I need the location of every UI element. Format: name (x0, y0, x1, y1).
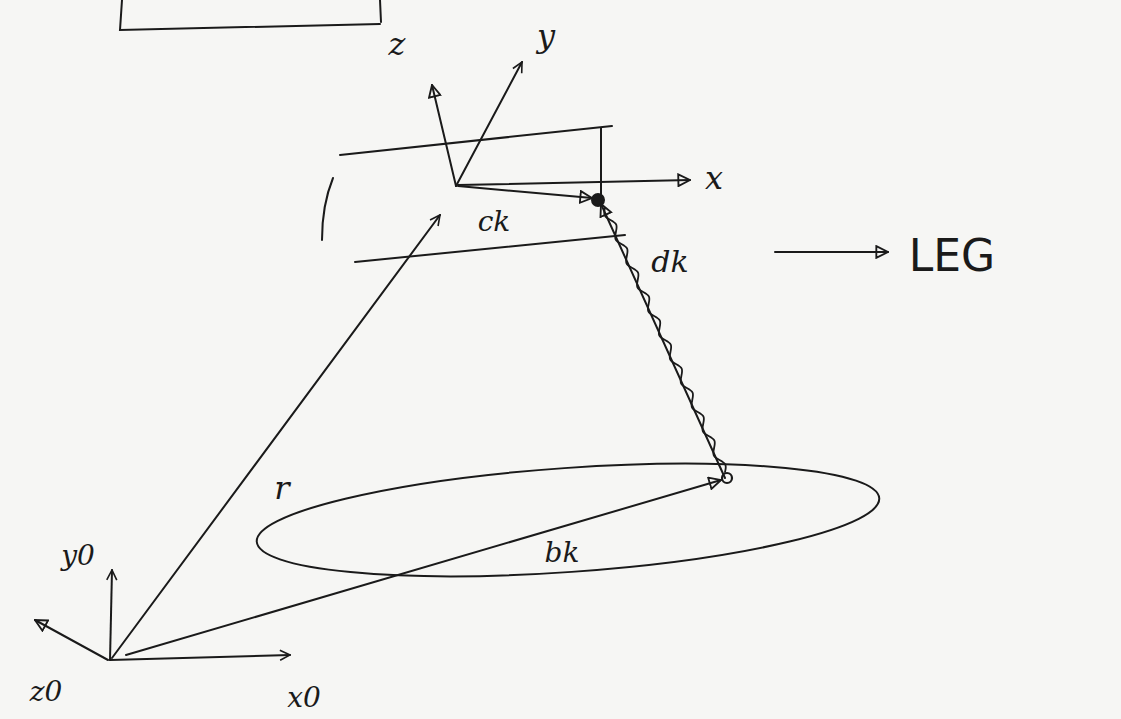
axis-label: x (705, 162, 723, 194)
base-ellipse (253, 446, 883, 593)
y0-axis (110, 570, 112, 660)
leg-spring (604, 208, 726, 472)
platform-right (600, 128, 602, 198)
part-label: LEG (909, 234, 995, 278)
vector-label: bk (545, 539, 580, 567)
vector-label: ck (478, 208, 511, 236)
axis-label: x0 (287, 684, 321, 712)
axis-label: y (537, 20, 555, 52)
y-axis (456, 62, 522, 186)
x0-axis (110, 655, 290, 660)
platform-left (322, 178, 333, 240)
leg-pointer (775, 251, 888, 253)
lower-joint (722, 473, 732, 483)
vector-label: r (274, 472, 289, 504)
vector-label: dk (651, 247, 688, 277)
dk-vector (601, 204, 725, 478)
axis-label: z (389, 28, 406, 60)
ck-vector (458, 186, 592, 198)
z-axis (432, 85, 456, 186)
x-axis (458, 180, 690, 185)
upper-joint (592, 194, 604, 206)
z0-axis (35, 620, 108, 660)
platform-bottom (355, 235, 625, 262)
upper-frame (120, 0, 381, 30)
bk-vector (126, 480, 721, 655)
axis-label: y0 (61, 542, 95, 570)
platform-top (340, 126, 612, 155)
r-vector (112, 215, 440, 658)
axis-label: z0 (30, 678, 63, 706)
